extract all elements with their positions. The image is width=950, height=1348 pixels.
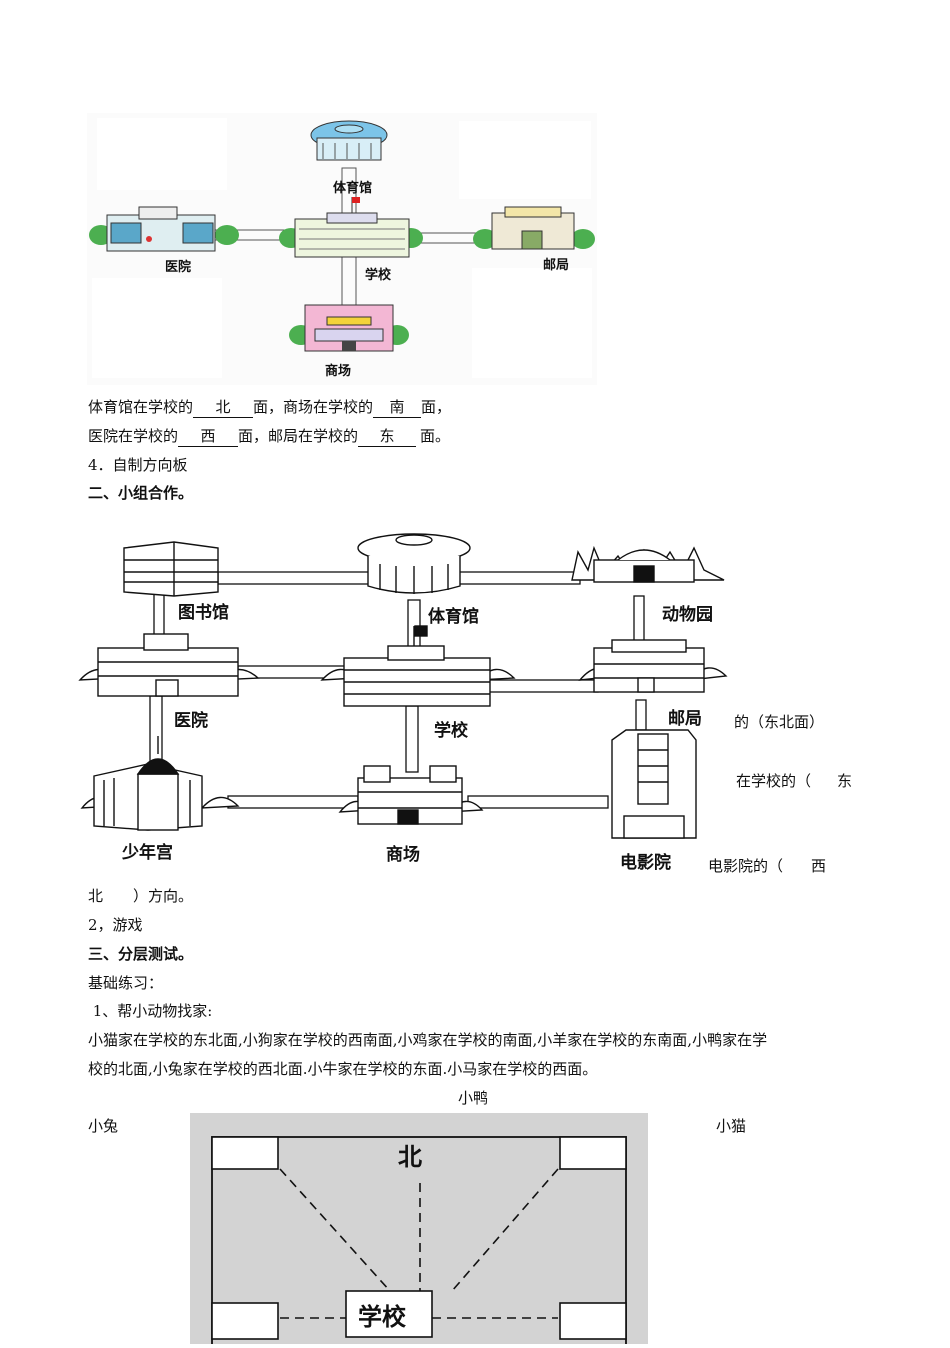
school-icon: [320, 625, 516, 707]
library-icon: [123, 541, 219, 597]
answer-blank: 西: [178, 426, 239, 447]
map1-label-gym: 体育馆: [333, 181, 373, 196]
school-icon: [279, 197, 423, 258]
hospital-icon: [78, 633, 260, 697]
compass-school-label: 学校: [358, 1302, 406, 1331]
map2-label-mall: 商场: [386, 845, 420, 865]
map2-label-zoo: 动物园: [662, 605, 713, 625]
mall-icon: [338, 765, 484, 825]
section-2-heading: 二、小组合作。: [88, 484, 194, 502]
instruction-line-2: 校的北面,小兔家在学校的西北面.小牛家在学校的东面.小马家在学校的西面。: [88, 1060, 598, 1078]
map1-label-post: 邮局: [543, 258, 570, 273]
youth-palace-icon: [80, 736, 240, 831]
animal-cat-label: 小猫: [716, 1117, 747, 1135]
hidden-text-north-line: 北）方向。: [88, 887, 194, 905]
cinema-icon: [611, 729, 697, 839]
section-3-heading: 三、分层测试。: [88, 945, 194, 963]
map2-drawing: [78, 533, 728, 839]
map2-label-cinema: 电影院: [620, 853, 671, 873]
zoo-icon: [571, 545, 725, 583]
animal-rabbit-label: 小兔: [88, 1117, 119, 1135]
map2-figure: 图书馆 体育馆 动物园 医院 学校 邮局 少年宫 商场 电影院: [78, 530, 728, 873]
gym-icon: [357, 533, 471, 594]
item-4: 4．自制方向板: [88, 456, 188, 474]
item-2-game: 2，游戏: [88, 916, 143, 934]
gym-icon: [310, 120, 388, 161]
post-office-icon: [578, 639, 728, 693]
mall-icon: [289, 304, 409, 352]
map2-label-youth: 少年宫: [122, 843, 173, 863]
map2-label-post: 邮局: [668, 709, 702, 729]
q3-line1: 体育馆在学校的北面，商场在学校的南面，: [88, 397, 452, 418]
map1-figure: 体育馆 医院 学校 邮局 商场: [87, 113, 597, 385]
map1-label-mall: 商场: [325, 364, 352, 379]
answer-blank: 北: [193, 397, 254, 418]
compass-diagram: 北 学校: [190, 1113, 648, 1348]
compass-north-label: 北: [398, 1142, 422, 1171]
basic-practice-label: 基础练习：: [88, 974, 164, 992]
map1-label-school: 学校: [365, 268, 392, 283]
hospital-icon: [89, 206, 239, 252]
map2-label-gym: 体育馆: [428, 607, 479, 627]
animal-duck-label: 小鸭: [458, 1089, 489, 1107]
instruction-line-1: 小猫家在学校的东北面,小狗家在学校的西南面,小鸡家在学校的南面,小羊家在学校的东…: [88, 1031, 768, 1049]
map2-label-school: 学校: [434, 721, 468, 741]
map1-label-hospital: 医院: [165, 260, 192, 275]
hidden-text-cinema-dir: 电影院的（西: [708, 857, 827, 875]
answer-blank: 南: [373, 397, 422, 418]
answer-blank: 东: [358, 426, 417, 447]
post-office-icon: [473, 206, 595, 250]
hidden-text-school-dir: 在学校的（东: [736, 772, 853, 790]
compass-frame: [211, 1136, 627, 1348]
q3-line2: 医院在学校的西面，邮局在学校的东面。: [88, 426, 451, 447]
map1-drawing: [89, 118, 595, 378]
map2-label-library: 图书馆: [178, 603, 229, 623]
map2-label-hospital: 医院: [174, 711, 208, 731]
hidden-text-ne: 的（东北面）: [734, 713, 825, 731]
question-1-title: 1、帮小动物找家:: [88, 1002, 213, 1020]
